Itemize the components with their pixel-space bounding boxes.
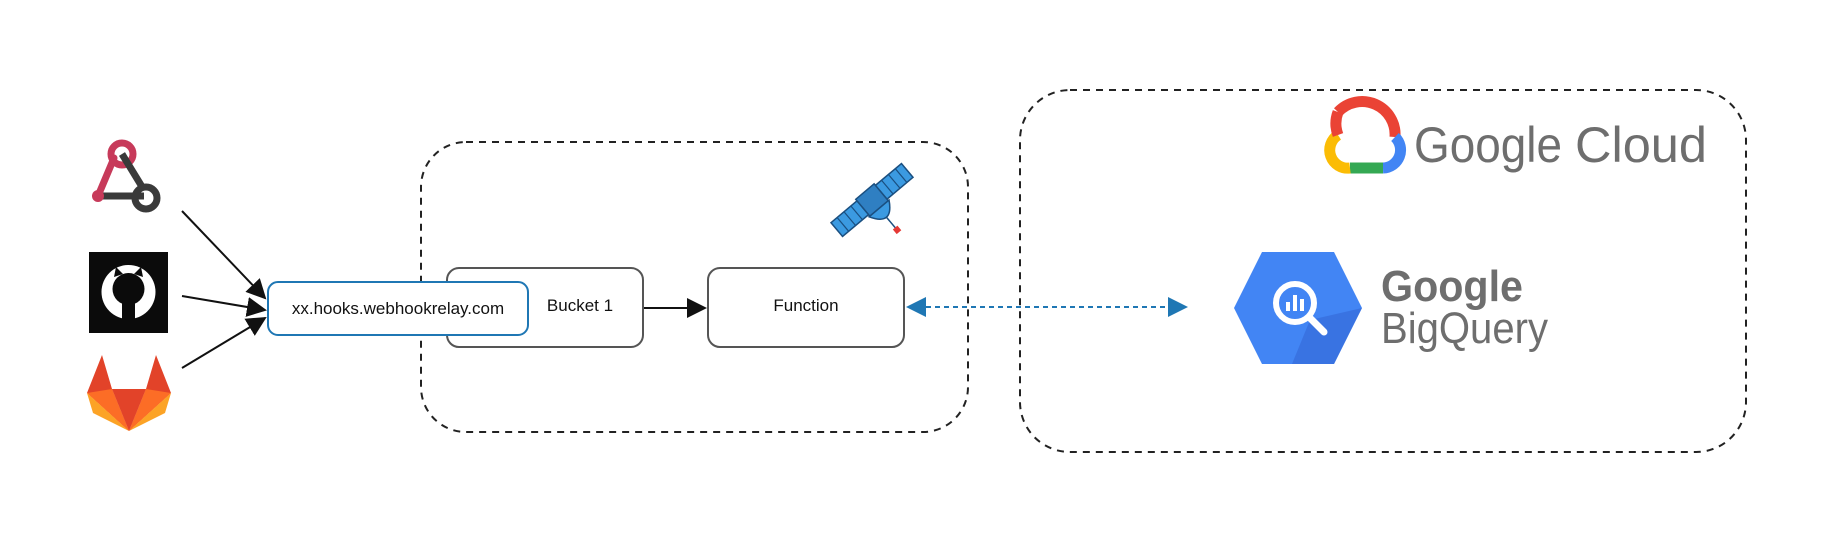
bucket-label: Bucket 1 (547, 296, 613, 315)
github-arrow (181, 295, 267, 317)
webhook-relay-group (420, 141, 969, 433)
gitlab-icon (87, 355, 171, 431)
function-label: Function (773, 296, 838, 315)
webhook-icon (92, 139, 161, 213)
bigquery-icon (1234, 252, 1362, 364)
webhook-arrow (181, 210, 267, 300)
gitlab-arrow (181, 316, 267, 369)
google-cloud-word-cloud: Cloud (1575, 117, 1707, 173)
satellite-icon (829, 162, 915, 238)
relay-endpoint-label: xx.hooks.webhookrelay.com (292, 299, 504, 318)
relay-endpoint-node: xx.hooks.webhookrelay.com (267, 281, 529, 336)
function-node: Function (707, 267, 905, 348)
google-cloud-word-google: Google (1414, 117, 1562, 173)
bigquery-word-bigquery: BigQuery (1381, 304, 1548, 353)
google-cloud-group (1019, 89, 1747, 453)
github-icon (89, 252, 168, 333)
google-cloud-logo: Google Cloud (1324, 96, 1707, 174)
bigquery-word-google: Google (1381, 262, 1523, 311)
